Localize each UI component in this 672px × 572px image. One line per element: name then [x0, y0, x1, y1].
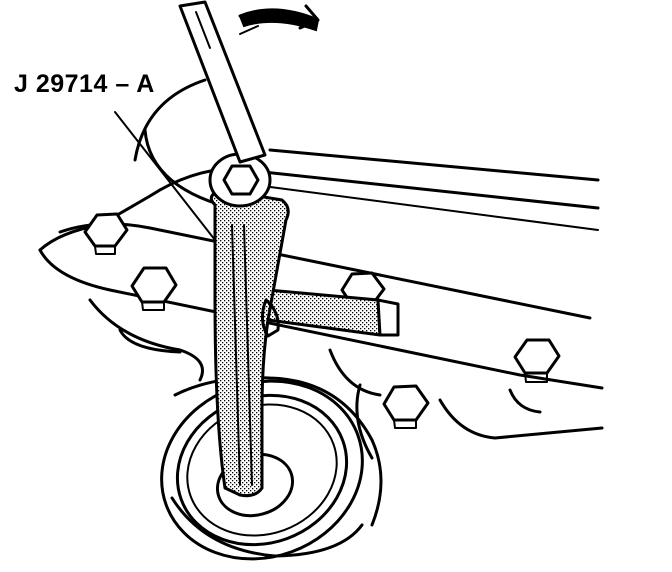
tool-part-number-label: J 29714 – A — [14, 70, 155, 98]
tool-handle — [209, 188, 290, 498]
socket-head — [208, 152, 272, 208]
hex-bolt-center-left — [130, 266, 178, 311]
breaker-bar — [178, 0, 267, 164]
callout-leader-line — [114, 111, 216, 241]
rotation-arrow-icon — [238, 4, 320, 35]
hex-bolt-right — [513, 338, 561, 383]
hex-bolt-lower — [382, 384, 430, 429]
hex-bolt-left — [83, 212, 129, 255]
